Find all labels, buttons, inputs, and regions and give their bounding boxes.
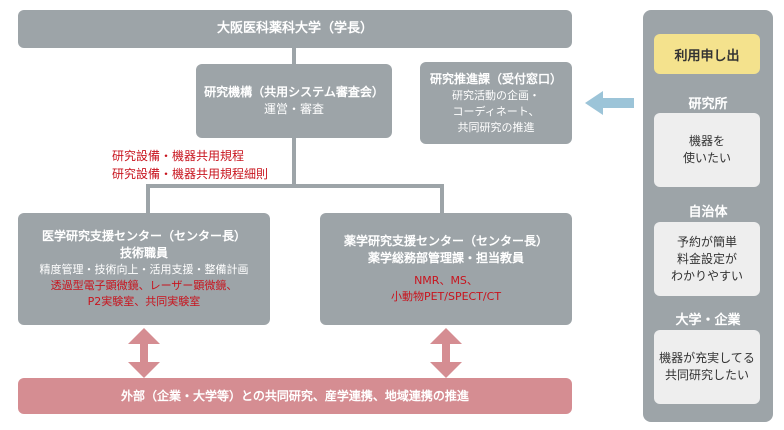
research-promotion-office-box: 研究推進課（受付窓口） 研究活動の企画・ コーディネート、 共同研究の推進 — [420, 62, 572, 144]
promotion-line: 共同研究の推進 — [457, 120, 535, 134]
sidebar-box-line: 料金設定が — [676, 251, 737, 266]
sidebar-heading: 自治体 — [688, 205, 728, 220]
connector-horizontal — [146, 184, 444, 188]
rules-text: 研究設備・機器共用規程 研究設備・機器共用規程細則 — [112, 147, 268, 183]
medical-center-equipment: 透過型電子顕微鏡、レーザー顕微鏡、 — [50, 279, 238, 292]
arrow-left-icon — [585, 91, 634, 115]
research-organization-box: 研究機構（共用システム審査会） 運営・審査 — [196, 64, 392, 138]
double-arrow-icon — [128, 328, 160, 378]
promotion-line: コーディネート、 — [452, 104, 540, 118]
pharma-center-title: 薬学研究支援センター（センター長） — [343, 234, 548, 248]
medical-research-center-box: 医学研究支援センター（センター長） 技術職員 精度管理・技術向上・活用支援・整備… — [18, 213, 270, 325]
pharma-center-subtitle: 薬学総務部管理課・担当教員 — [367, 251, 524, 265]
apply-label: 利用申し出 — [674, 48, 740, 64]
external-collaboration-label: 外部（企業・大学等）との共同研究、産学連携、地域連携の推進 — [121, 388, 469, 403]
sidebar-box-line: 使いたい — [682, 151, 731, 165]
research-promotion-office-title: 研究推進課（受付窓口） — [429, 71, 562, 86]
research-organization-title: 研究機構（共用システム審査会） — [204, 85, 384, 99]
sidebar-box-line: わかりやすい — [670, 268, 743, 283]
connector-left — [146, 184, 150, 214]
connector-right — [440, 184, 444, 214]
pharma-center-equipment: 小動物PET/SPECT/CT — [390, 290, 502, 303]
medical-center-subtitle: 技術職員 — [119, 246, 168, 260]
sidebar-box: 機器を 使いたい — [654, 113, 760, 187]
sidebar-heading: 大学・企業 — [675, 313, 741, 328]
apply-button: 利用申し出 — [654, 34, 760, 74]
pharma-research-center-box: 薬学研究支援センター（センター長） 薬学総務部管理課・担当教員 NMR、MS、 … — [320, 213, 572, 325]
promotion-line: 研究活動の企画・ — [452, 88, 540, 102]
sidebar-box: 予約が簡単 料金設定が わかりやすい — [654, 222, 760, 296]
sidebar-box-line: 予約が簡単 — [676, 234, 737, 249]
pharma-center-equipment: NMR、MS、 — [414, 274, 478, 287]
sidebar-box-line: 機器が充実してる — [659, 351, 755, 365]
sidebar-box: 機器が充実してる 共同研究したい — [654, 330, 760, 404]
external-collaboration-bar: 外部（企業・大学等）との共同研究、産学連携、地域連携の推進 — [18, 378, 572, 414]
connector-middle — [292, 138, 296, 186]
medical-center-title: 医学研究支援センター（センター長） — [41, 229, 246, 243]
university-president-label: 大阪医科薬科大学（学長） — [216, 21, 373, 36]
sidebar-box-line: 共同研究したい — [664, 368, 749, 382]
research-organization-subtitle: 運営・審査 — [263, 102, 324, 116]
university-president-box: 大阪医科薬科大学（学長） — [18, 10, 572, 48]
medical-center-duties: 精度管理・技術向上・活用支援・整備計画 — [39, 263, 249, 276]
medical-center-equipment: P2実験室、共同実験室 — [87, 295, 201, 308]
rule-line: 研究設備・機器共用規程細則 — [112, 167, 269, 181]
sidebar-heading: 研究所 — [688, 97, 728, 112]
double-arrow-icon — [430, 328, 462, 378]
connector-top — [292, 48, 296, 64]
sidebar-box-line: 機器を — [688, 134, 725, 148]
rule-line: 研究設備・機器共用規程 — [112, 149, 245, 163]
